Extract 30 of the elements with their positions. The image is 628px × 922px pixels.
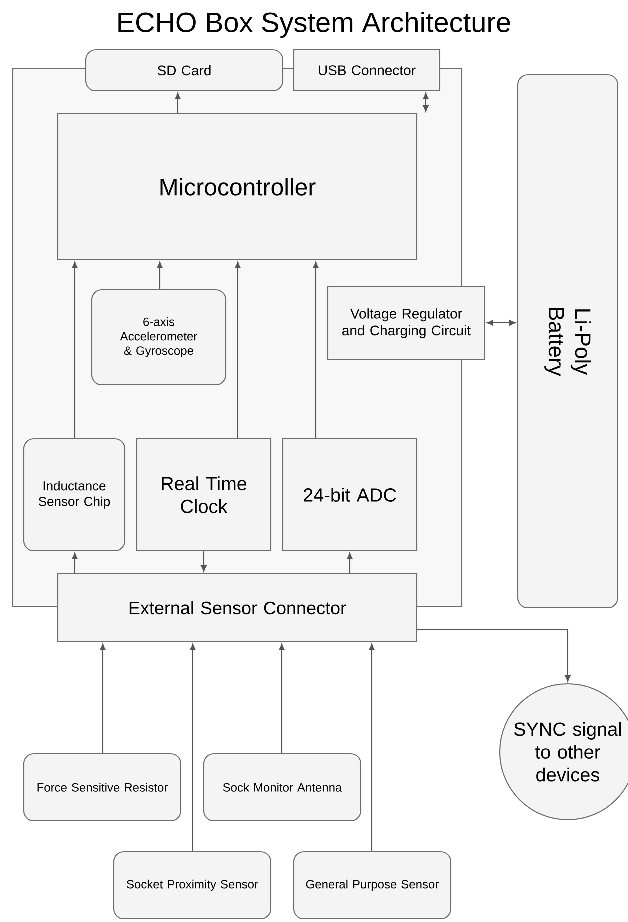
arrow [486,320,516,326]
process-box: USB Connector [293,49,441,92]
process-box: Voltage Regulator and Charging Circuit [327,286,486,361]
rounded-box: Force Sensitive Resistor [23,753,182,822]
arrow [100,644,106,754]
rounded-box: Socket Proximity Sensor [113,851,272,920]
process-box: 24-bit ADC [282,438,418,552]
rounded-box: Sock Monitor Antenna [203,753,362,822]
process-box: Microcontroller [57,113,418,261]
arrow [201,552,207,572]
arrow [369,644,375,852]
battery-box: Li-Poly Battery [517,74,619,609]
rounded-box: General Purpose Sensor [293,851,452,920]
arrow [72,262,78,438]
arrow [190,644,196,852]
arrow [347,553,353,574]
arrow [423,93,429,112]
rounded-box: Inductance Sensor Chip [23,438,126,552]
arrow [175,93,181,114]
arrow [418,629,571,682]
arrow [313,262,319,438]
process-box: Real Time Clock [136,438,272,552]
arrow [157,262,163,290]
rounded-box: SD Card [85,49,284,92]
rounded-box: 6-axis Accelerometer & Gyroscope [91,289,227,386]
arrow [279,644,285,754]
arrow [235,262,241,438]
arrow [72,553,78,574]
title: ECHO Box System Architecture [118,12,510,38]
process-box: External Sensor Connector [57,573,418,643]
